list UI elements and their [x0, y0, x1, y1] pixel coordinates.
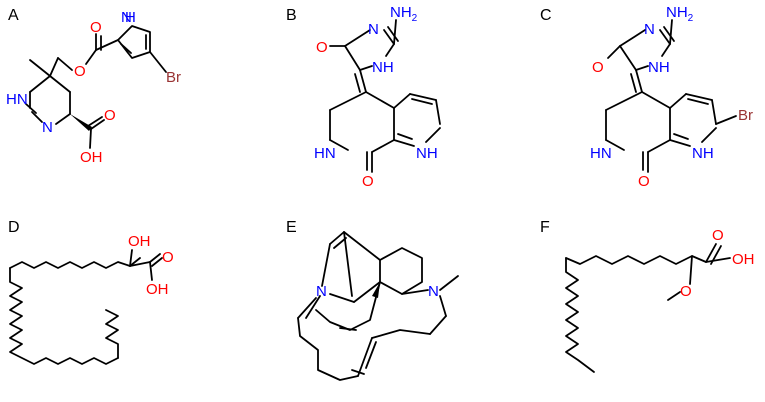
- structure-e-bonds: [297, 231, 459, 381]
- atom-b-imidazole-n: N: [368, 21, 379, 38]
- panel-e: E N N: [286, 219, 459, 381]
- atom-b-pyrrole-nh: NH: [416, 145, 438, 162]
- atom-c-imidazole-nh: NH: [648, 59, 670, 76]
- panel-label-f: F: [540, 219, 550, 236]
- atom-a-br: Br: [166, 69, 181, 86]
- atom-d-acid-oh: OH: [146, 281, 169, 298]
- atom-a-acid-o: O: [104, 107, 116, 124]
- atom-f-acid-oh: OH: [732, 251, 755, 268]
- atom-b-nh2: NH2: [390, 4, 418, 24]
- atom-b-lactam-o: O: [362, 173, 374, 190]
- panel-label-d: D: [8, 219, 20, 236]
- panel-label-c: C: [540, 7, 552, 24]
- panel-a: A H: [6, 7, 181, 166]
- atom-e-right-n: N: [428, 283, 439, 300]
- atom-a-pyrrole-n: N: [121, 9, 132, 26]
- panel-label-b: B: [286, 7, 297, 24]
- atom-b-top-o: O: [316, 39, 328, 56]
- structure-f-bonds: [565, 243, 731, 373]
- atom-f-acid-o: O: [712, 227, 724, 244]
- panel-label-e: E: [286, 219, 297, 236]
- atom-a-ester-o: O: [74, 63, 86, 80]
- atom-c-lactam-o: O: [638, 173, 650, 190]
- atom-c-lactam-hn: HN: [590, 145, 612, 162]
- atom-c-imidazole-n: N: [644, 21, 655, 38]
- atom-a-acid-oh: OH: [80, 149, 103, 166]
- atom-a-carbonyl-o: O: [90, 19, 102, 36]
- panel-b: B: [286, 4, 441, 190]
- structure-b-bonds: [329, 19, 441, 173]
- panel-d: D OH O OH: [8, 219, 174, 365]
- panel-label-a: A: [8, 7, 19, 24]
- structure-d-bonds: [9, 249, 163, 365]
- panel-c: C NH: [540, 4, 753, 190]
- atom-b-imidazole-nh: NH: [372, 59, 394, 76]
- atom-c-br: Br: [738, 107, 753, 124]
- atom-e-left-n: N: [316, 283, 327, 300]
- atom-c-nh2: NH2: [666, 4, 694, 24]
- panel-f: F O OH O: [540, 219, 755, 373]
- structure-c-bonds: [605, 19, 737, 173]
- atom-c-top-o: O: [592, 59, 604, 76]
- structure-a-bonds: [25, 25, 167, 149]
- atom-f-ether-o: O: [680, 283, 692, 300]
- atom-c-pyrrole-nh: NH: [692, 145, 714, 162]
- atom-a-nh: H: [125, 9, 136, 26]
- atom-b-lactam-hn: HN: [314, 145, 336, 162]
- atom-a-ring-n: N: [42, 119, 53, 136]
- atom-d-acid-o: O: [162, 249, 174, 266]
- atom-a-ring-nh: HN: [6, 91, 28, 108]
- atom-d-hydroxyl: OH: [128, 233, 151, 250]
